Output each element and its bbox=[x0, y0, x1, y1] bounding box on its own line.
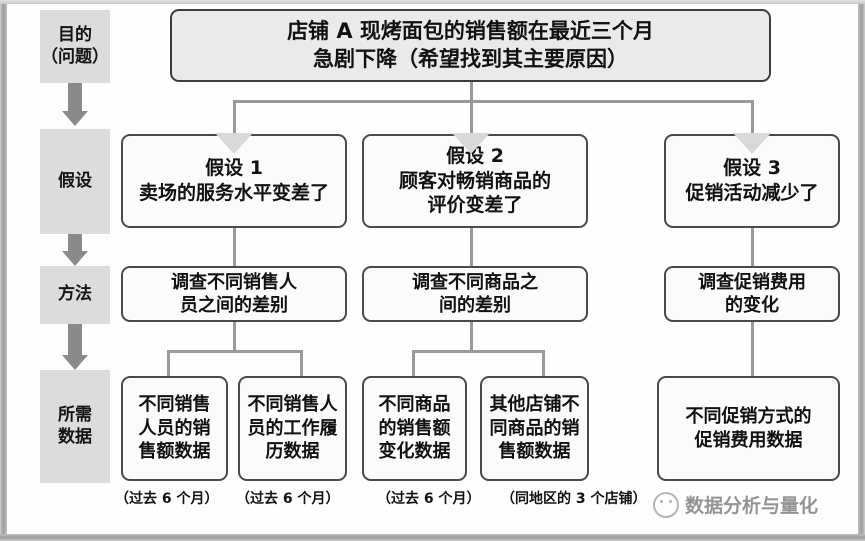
node-data-1-line3: 售额数据 bbox=[138, 441, 211, 463]
connector-method-1-bus bbox=[167, 350, 303, 353]
connector-hypothesis-3-to-method-3 bbox=[751, 228, 754, 268]
node-hypothesis-1-line2: 卖场的服务水平变差了 bbox=[138, 182, 329, 204]
connector-method-3-to-data-5 bbox=[751, 320, 754, 377]
node-data-3-line2: 的销售额 bbox=[378, 417, 451, 439]
diagram-inner-area: 目的 （问题） 假设 方法 所需 数据 bbox=[7, 4, 858, 534]
node-hypothesis-3-line1: 假设 3 bbox=[723, 157, 781, 180]
frame-edge-bottom bbox=[0, 534, 865, 541]
watermark: 数据分析与量化 bbox=[653, 491, 818, 518]
node-data-5-line1: 不同促销方式的 bbox=[685, 406, 812, 428]
arrow-head bbox=[62, 355, 88, 370]
arrow-head bbox=[62, 111, 88, 126]
notch-hypothesis-3 bbox=[733, 133, 771, 154]
node-method-3-line2: 的变化 bbox=[725, 295, 779, 316]
node-method-2[interactable]: 调查不同商品之 间的差别 bbox=[362, 266, 588, 322]
node-hypothesis-3-line2: 促销活动减少了 bbox=[685, 182, 819, 204]
arrow-shaft bbox=[68, 324, 82, 357]
node-hypothesis-2[interactable]: 假设 2 顾客对畅销商品的 评价变差了 bbox=[362, 134, 588, 228]
node-method-2-line2: 间的差别 bbox=[439, 295, 511, 316]
note-data-2: （过去 6 个月） bbox=[236, 491, 340, 507]
note-data-4: （同地区的 3 个店铺） bbox=[501, 491, 647, 507]
stage-label-data-line1: 所需 bbox=[58, 405, 92, 426]
node-data-1-line1: 不同销售 bbox=[138, 394, 211, 416]
connector-to-data-4 bbox=[542, 350, 545, 377]
connector-method-1-stem bbox=[233, 320, 236, 352]
node-data-3[interactable]: 不同商品 的销售额 变化数据 bbox=[362, 376, 467, 481]
node-data-3-line3: 变化数据 bbox=[378, 441, 451, 463]
stage-arrow-purpose-to-hypothesis bbox=[40, 83, 110, 126]
connector-to-data-3 bbox=[412, 350, 415, 377]
node-method-1[interactable]: 调查不同销售人 员之间的差别 bbox=[121, 266, 347, 322]
node-data-3-line1: 不同商品 bbox=[378, 394, 451, 416]
node-method-1-line2: 员之间的差别 bbox=[180, 295, 288, 316]
arrow-shaft bbox=[68, 234, 82, 254]
node-method-1-line1: 调查不同销售人 bbox=[171, 271, 297, 293]
node-hypothesis-1-line1: 假设 1 bbox=[205, 157, 263, 180]
stage-label-data: 所需 数据 bbox=[40, 370, 110, 483]
node-method-3-line1: 调查促销费用 bbox=[698, 271, 806, 293]
connector-to-data-2 bbox=[300, 350, 303, 377]
notch-hypothesis-2 bbox=[452, 133, 490, 154]
node-data-4[interactable]: 其他店铺不 同商品的销 售额数据 bbox=[480, 376, 589, 481]
arrow-head bbox=[62, 251, 88, 266]
node-hypothesis-2-line3: 评价变差了 bbox=[427, 194, 523, 217]
stage-label-purpose-line1: 目的 bbox=[58, 25, 92, 46]
stage-arrow-method-to-data bbox=[40, 324, 110, 370]
node-data-2-line3: 历数据 bbox=[265, 441, 320, 463]
node-hypothesis-2-line2: 顾客对畅销商品的 bbox=[398, 169, 551, 192]
notch-hypothesis-1 bbox=[215, 133, 253, 154]
watermark-text: 数据分析与量化 bbox=[685, 495, 819, 517]
node-data-4-line1: 其他店铺不 bbox=[489, 394, 580, 416]
stage-label-method: 方法 bbox=[40, 266, 110, 324]
node-purpose-title[interactable]: 店铺 A 现烤面包的销售额在最近三个月 急剧下降（希望找到其主要原因） bbox=[170, 9, 771, 82]
connector-to-data-1 bbox=[167, 350, 170, 377]
connector-title-stem bbox=[470, 81, 473, 133]
connector-to-hypothesis-1 bbox=[233, 100, 236, 134]
stage-label-purpose-line2: （问题） bbox=[41, 46, 109, 67]
node-purpose-title-line1: 店铺 A 现烤面包的销售额在最近三个月 bbox=[287, 19, 654, 44]
connector-to-hypothesis-3 bbox=[751, 100, 754, 134]
stage-label-hypothesis: 假设 bbox=[40, 129, 110, 234]
node-data-2[interactable]: 不同销售人 员的工作履 历数据 bbox=[238, 376, 347, 481]
note-data-3: （过去 6 个月） bbox=[377, 491, 481, 507]
node-purpose-title-line2: 急剧下降（希望找到其主要原因） bbox=[313, 46, 628, 71]
frame-edge-right bbox=[858, 0, 865, 541]
watermark-logo-icon bbox=[653, 491, 679, 518]
node-data-2-line1: 不同销售人 bbox=[247, 394, 338, 416]
arrow-shaft bbox=[68, 83, 82, 113]
note-data-1: （过去 6 个月） bbox=[115, 491, 219, 507]
node-data-2-line2: 员的工作履 bbox=[247, 417, 338, 439]
node-method-3[interactable]: 调查促销费用 的变化 bbox=[664, 266, 840, 322]
stage-label-purpose: 目的 （问题） bbox=[40, 10, 110, 83]
connector-hypothesis-1-to-method-1 bbox=[233, 228, 236, 268]
stage-label-data-line2: 数据 bbox=[58, 426, 92, 447]
node-data-5-line2: 促销费用数据 bbox=[694, 429, 803, 451]
connector-hypothesis-2-to-method-2 bbox=[470, 228, 473, 268]
node-method-2-line1: 调查不同商品之 bbox=[412, 271, 538, 293]
stage-label-hypothesis-line1: 假设 bbox=[58, 170, 92, 191]
frame-edge-top bbox=[0, 0, 865, 4]
connector-method-2-bus bbox=[412, 350, 545, 353]
node-data-1-line2: 人员的销 bbox=[138, 417, 211, 439]
node-data-4-line3: 售额数据 bbox=[498, 441, 571, 463]
frame-edge-left bbox=[0, 0, 7, 541]
connector-hypothesis-bus bbox=[233, 100, 753, 103]
stage-label-method-line1: 方法 bbox=[58, 284, 92, 305]
node-data-4-line2: 同商品的销 bbox=[489, 417, 580, 439]
node-data-1[interactable]: 不同销售 人员的销 售额数据 bbox=[121, 376, 228, 481]
node-data-5[interactable]: 不同促销方式的 促销费用数据 bbox=[657, 376, 840, 481]
stage-arrow-hypothesis-to-method bbox=[40, 234, 110, 266]
connector-method-2-stem bbox=[470, 320, 473, 352]
